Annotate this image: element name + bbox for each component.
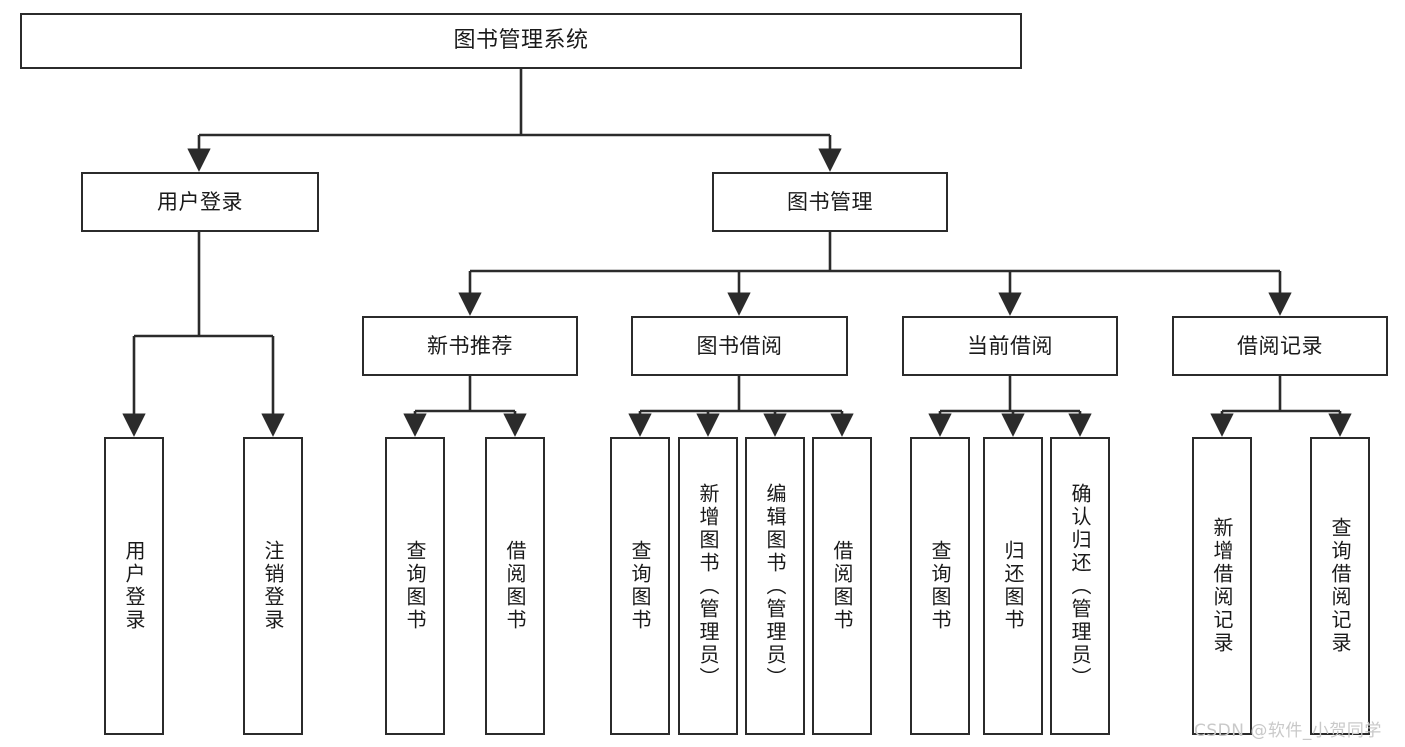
node-current-borrow-label: 当前借阅 [967,333,1053,358]
node-borrow-record[interactable]: 借阅记录 [1172,316,1388,376]
node-leaf-add-book[interactable]: 新增图书（管理员） [678,437,738,735]
node-leaf-query-book-3-label: 查询图书 [928,540,952,632]
node-leaf-confirm-return[interactable]: 确认归还（管理员） [1050,437,1110,735]
csdn-watermark: CSDN @软件_小贺同学 [1194,721,1382,741]
node-leaf-edit-book[interactable]: 编辑图书（管理员） [745,437,805,735]
node-leaf-query-borrow-record-label: 查询借阅记录 [1328,517,1352,655]
node-leaf-borrow-book-2-label: 借阅图书 [830,540,854,632]
node-user-login[interactable]: 用户登录 [81,172,319,232]
node-root[interactable]: 图书管理系统 [20,13,1022,69]
node-borrow-record-label: 借阅记录 [1237,333,1323,358]
node-leaf-logout-login-label: 注销登录 [261,540,285,632]
node-leaf-add-borrow-record[interactable]: 新增借阅记录 [1192,437,1252,735]
node-leaf-confirm-return-label: 确认归还（管理员） [1068,482,1092,690]
node-leaf-borrow-book-2[interactable]: 借阅图书 [812,437,872,735]
node-leaf-borrow-book-1-label: 借阅图书 [503,540,527,632]
node-leaf-add-borrow-record-label: 新增借阅记录 [1210,517,1234,655]
node-leaf-query-book-1-label: 查询图书 [403,540,427,632]
node-current-borrow[interactable]: 当前借阅 [902,316,1118,376]
node-leaf-return-book[interactable]: 归还图书 [983,437,1043,735]
node-book-manage-label: 图书管理 [787,189,873,214]
node-book-borrow-label: 图书借阅 [696,333,783,358]
node-leaf-edit-book-label: 编辑图书（管理员） [763,482,787,690]
node-leaf-borrow-book-1[interactable]: 借阅图书 [485,437,545,735]
node-leaf-query-book-2-label: 查询图书 [628,540,652,632]
node-user-login-label: 用户登录 [157,189,243,214]
node-leaf-logout-login[interactable]: 注销登录 [243,437,303,735]
node-leaf-query-book-1[interactable]: 查询图书 [385,437,445,735]
node-leaf-return-book-label: 归还图书 [1001,540,1025,632]
node-leaf-query-book-2[interactable]: 查询图书 [610,437,670,735]
node-leaf-user-login[interactable]: 用户登录 [104,437,164,735]
node-book-manage[interactable]: 图书管理 [712,172,948,232]
node-book-borrow[interactable]: 图书借阅 [631,316,848,376]
node-new-book-recommend-label: 新书推荐 [427,333,513,358]
node-leaf-query-book-3[interactable]: 查询图书 [910,437,970,735]
node-leaf-add-book-label: 新增图书（管理员） [696,482,720,690]
node-leaf-query-borrow-record[interactable]: 查询借阅记录 [1310,437,1370,735]
node-leaf-user-login-label: 用户登录 [122,540,146,632]
node-root-label: 图书管理系统 [453,28,589,54]
node-new-book-recommend[interactable]: 新书推荐 [362,316,578,376]
